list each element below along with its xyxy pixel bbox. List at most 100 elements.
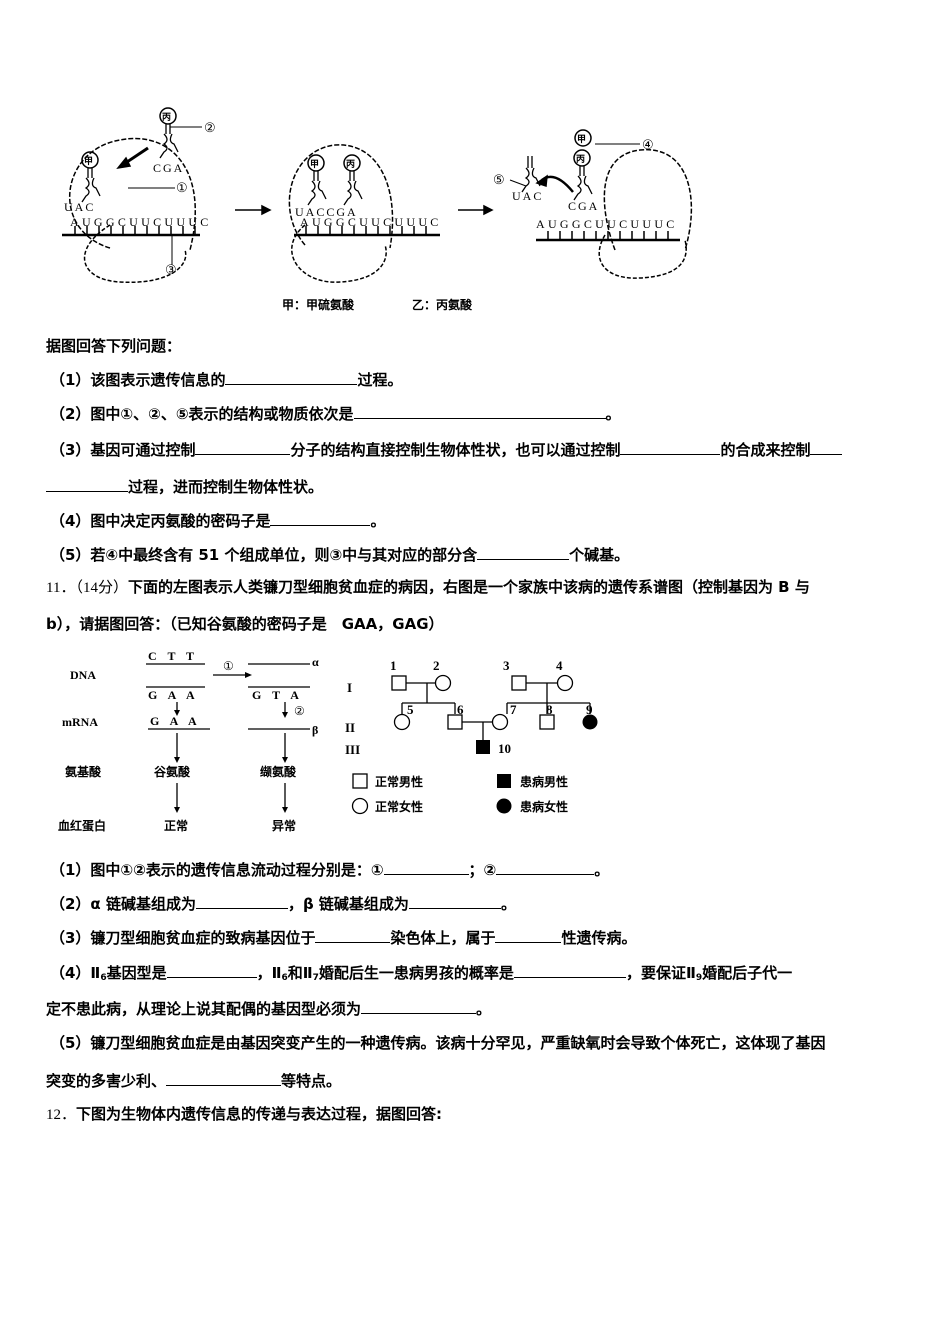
subscript: 7	[312, 973, 319, 983]
q11-item-4-text: 基因型是	[106, 964, 167, 982]
normal-mrna: G A A	[150, 714, 201, 728]
answer-blank[interactable]	[166, 1070, 282, 1086]
q11-item-4-text: 婚配后生一患病男孩的概率是	[318, 964, 514, 982]
legend-affected-male: 患病男性	[520, 774, 568, 789]
q10-item-5-suffix: 个碱基。	[569, 546, 630, 564]
q10-item-4: （4）图中决定丙氨酸的密码子是。	[50, 510, 385, 531]
answer-blank[interactable]	[495, 927, 562, 943]
q10-item-2: （2）图中①、②、⑤表示的结构或物质依次是 。	[50, 403, 621, 424]
step-1-label: ①	[223, 659, 234, 673]
answer-blank[interactable]	[496, 859, 595, 875]
subscript: 9	[695, 973, 703, 983]
individual-label: 6	[457, 702, 464, 717]
label-circle-5: ⑤	[493, 172, 505, 187]
individual-label: 2	[433, 658, 440, 673]
panel1-mrna-sequence: AUGGCUUCUUUC	[70, 215, 212, 229]
jia-amino-acid-icon: 甲	[310, 159, 319, 170]
legend-normal-male-icon	[352, 773, 368, 789]
jia-amino-acid-icon: 甲	[577, 134, 586, 145]
q11-item-2-text: （2）α 链碱基组成为	[50, 895, 196, 913]
q11-item-4-text: （4）Ⅱ	[50, 964, 101, 982]
answer-blank[interactable]	[315, 927, 391, 943]
answer-blank[interactable]	[513, 962, 626, 978]
individual-2-normal-female	[434, 674, 452, 692]
answer-blank[interactable]	[810, 439, 843, 455]
answer-blank[interactable]	[195, 439, 291, 455]
sickle-cell-cause-diagram: DNA mRNA 氨基酸 血红蛋白 C T T G A A G A A 谷氨酸 …	[58, 649, 319, 833]
answer-blank[interactable]	[166, 962, 257, 978]
q11-line2: b），请据图回答：（已知谷氨酸的密码子是 GAA，GAG）	[46, 615, 444, 633]
individual-6-normal-male	[447, 714, 463, 730]
answer-blank[interactable]	[477, 544, 570, 560]
legend-yi: 乙：丙氨酸	[412, 297, 473, 312]
q11-item-4-text: ，要保证Ⅱ	[625, 964, 696, 982]
q11-item-4-cont: 定不患此病，从理论上说其配偶的基因型必须为。	[46, 998, 491, 1019]
panel2-anticodons: UACCGA	[295, 205, 358, 219]
individual-3-normal-male	[511, 675, 527, 691]
individual-label: 4	[556, 658, 563, 673]
beta-label: β	[312, 723, 318, 737]
answer-blank[interactable]	[383, 859, 469, 875]
q12-number: 12．	[46, 1107, 77, 1123]
bing-amino-acid-icon: 丙	[162, 112, 171, 123]
q10-item-1-text: （1）该图表示遗传信息的	[50, 371, 226, 389]
translation-diagram: UAC CGA AUGGCUUCUUUC UACCGA AUGGCUUCUUUC…	[62, 107, 693, 312]
q11-item-2-mid: ，β 链碱基组成为	[287, 895, 409, 913]
q10-item-5-text: （5）若④中最终含有 51 个组成单位，则③中与其对应的部分含	[50, 546, 478, 564]
generation-label: I	[347, 680, 352, 695]
q11-item-4-line2: 定不患此病，从理论上说其配偶的基因型必须为	[46, 1000, 362, 1018]
q10-item-1: （1）该图表示遗传信息的 过程。	[50, 369, 402, 390]
answer-blank[interactable]	[620, 439, 721, 455]
individual-5-normal-female	[393, 713, 411, 731]
panel1-anticodon-right: CGA	[153, 161, 184, 175]
q11-item-1-text: （1）图中①②表示的遗传信息流动过程分别是：①	[50, 861, 384, 879]
q11-number: 11．（14分）	[46, 580, 128, 596]
q11-item-2-suffix: 。	[500, 895, 516, 913]
answer-blank[interactable]	[361, 998, 477, 1014]
q10-item-3: （3）基因可通过控制分子的结构直接控制生物体性状，也可以通过控制的合成来控制	[50, 439, 843, 460]
label-circle-2: ②	[204, 120, 216, 135]
answer-blank[interactable]	[353, 403, 606, 419]
mutant-dna-bottom: G T A	[252, 688, 303, 702]
q10-item-5: （5）若④中最终含有 51 个组成单位，则③中与其对应的部分含 个碱基。	[50, 544, 629, 565]
q12-header: 12．下图为生物体内遗传信息的传递与表达过程，据图回答:	[46, 1104, 442, 1125]
label-circle-3: ③	[165, 262, 177, 277]
q12-text: 下图为生物体内遗传信息的传递与表达过程，据图回答:	[76, 1105, 443, 1123]
q11-item-4-text: 和Ⅱ	[287, 964, 313, 982]
q11-item-1-suffix: 。	[594, 861, 610, 879]
q10-item-3-cont: 过程，进而控制生物体性状。	[46, 476, 323, 497]
individual-label: 5	[407, 702, 414, 717]
legend-normal-male: 正常男性	[375, 774, 423, 789]
pedigree-chart: I II III 1 2 3 4 5 6 7 8 9 10	[345, 658, 598, 815]
q10-item-2-suffix: 。	[605, 405, 621, 423]
row-label-dna: DNA	[70, 668, 96, 682]
normal-amino-acid: 谷氨酸	[154, 764, 191, 779]
normal-protein: 正常	[164, 818, 188, 833]
q10-item-1-suffix: 过程。	[357, 371, 403, 389]
q11-item-1: （1）图中①②表示的遗传信息流动过程分别是：①；②。	[50, 859, 609, 880]
alpha-label: α	[312, 655, 319, 669]
q10-item-2-text: （2）图中①、②、⑤表示的结构或物质依次是	[50, 405, 354, 423]
panel2-mrna-sequence: AUGGCUUCUUUC	[300, 215, 442, 229]
q10-item-4-suffix: 。	[370, 512, 386, 530]
answer-blank[interactable]	[225, 369, 358, 385]
individual-1-normal-male	[391, 675, 407, 691]
legend-jia: 甲：甲硫氨酸	[282, 297, 355, 312]
row-label-mrna: mRNA	[62, 715, 98, 729]
individual-label: 8	[546, 702, 553, 717]
q11-item-3-mid: 染色体上，属于	[390, 929, 496, 947]
step-2-label: ②	[294, 704, 305, 718]
normal-dna-top: C T T	[148, 649, 198, 663]
panel1-anticodon-left: UAC	[64, 200, 95, 214]
answer-blank[interactable]	[270, 510, 371, 526]
answer-blank[interactable]	[46, 476, 128, 492]
individual-8-normal-male	[539, 714, 555, 730]
individual-label: 3	[503, 658, 510, 673]
individual-9-affected-female	[582, 714, 598, 730]
answer-blank[interactable]	[408, 893, 501, 909]
individual-10-affected-male	[476, 740, 490, 754]
row-label-hemoglobin: 血红蛋白	[58, 818, 106, 833]
q11-item-2: （2）α 链碱基组成为 ，β 链碱基组成为 。	[50, 893, 516, 914]
answer-blank[interactable]	[195, 893, 288, 909]
q11-item-5-suffix: 等特点。	[281, 1072, 342, 1090]
